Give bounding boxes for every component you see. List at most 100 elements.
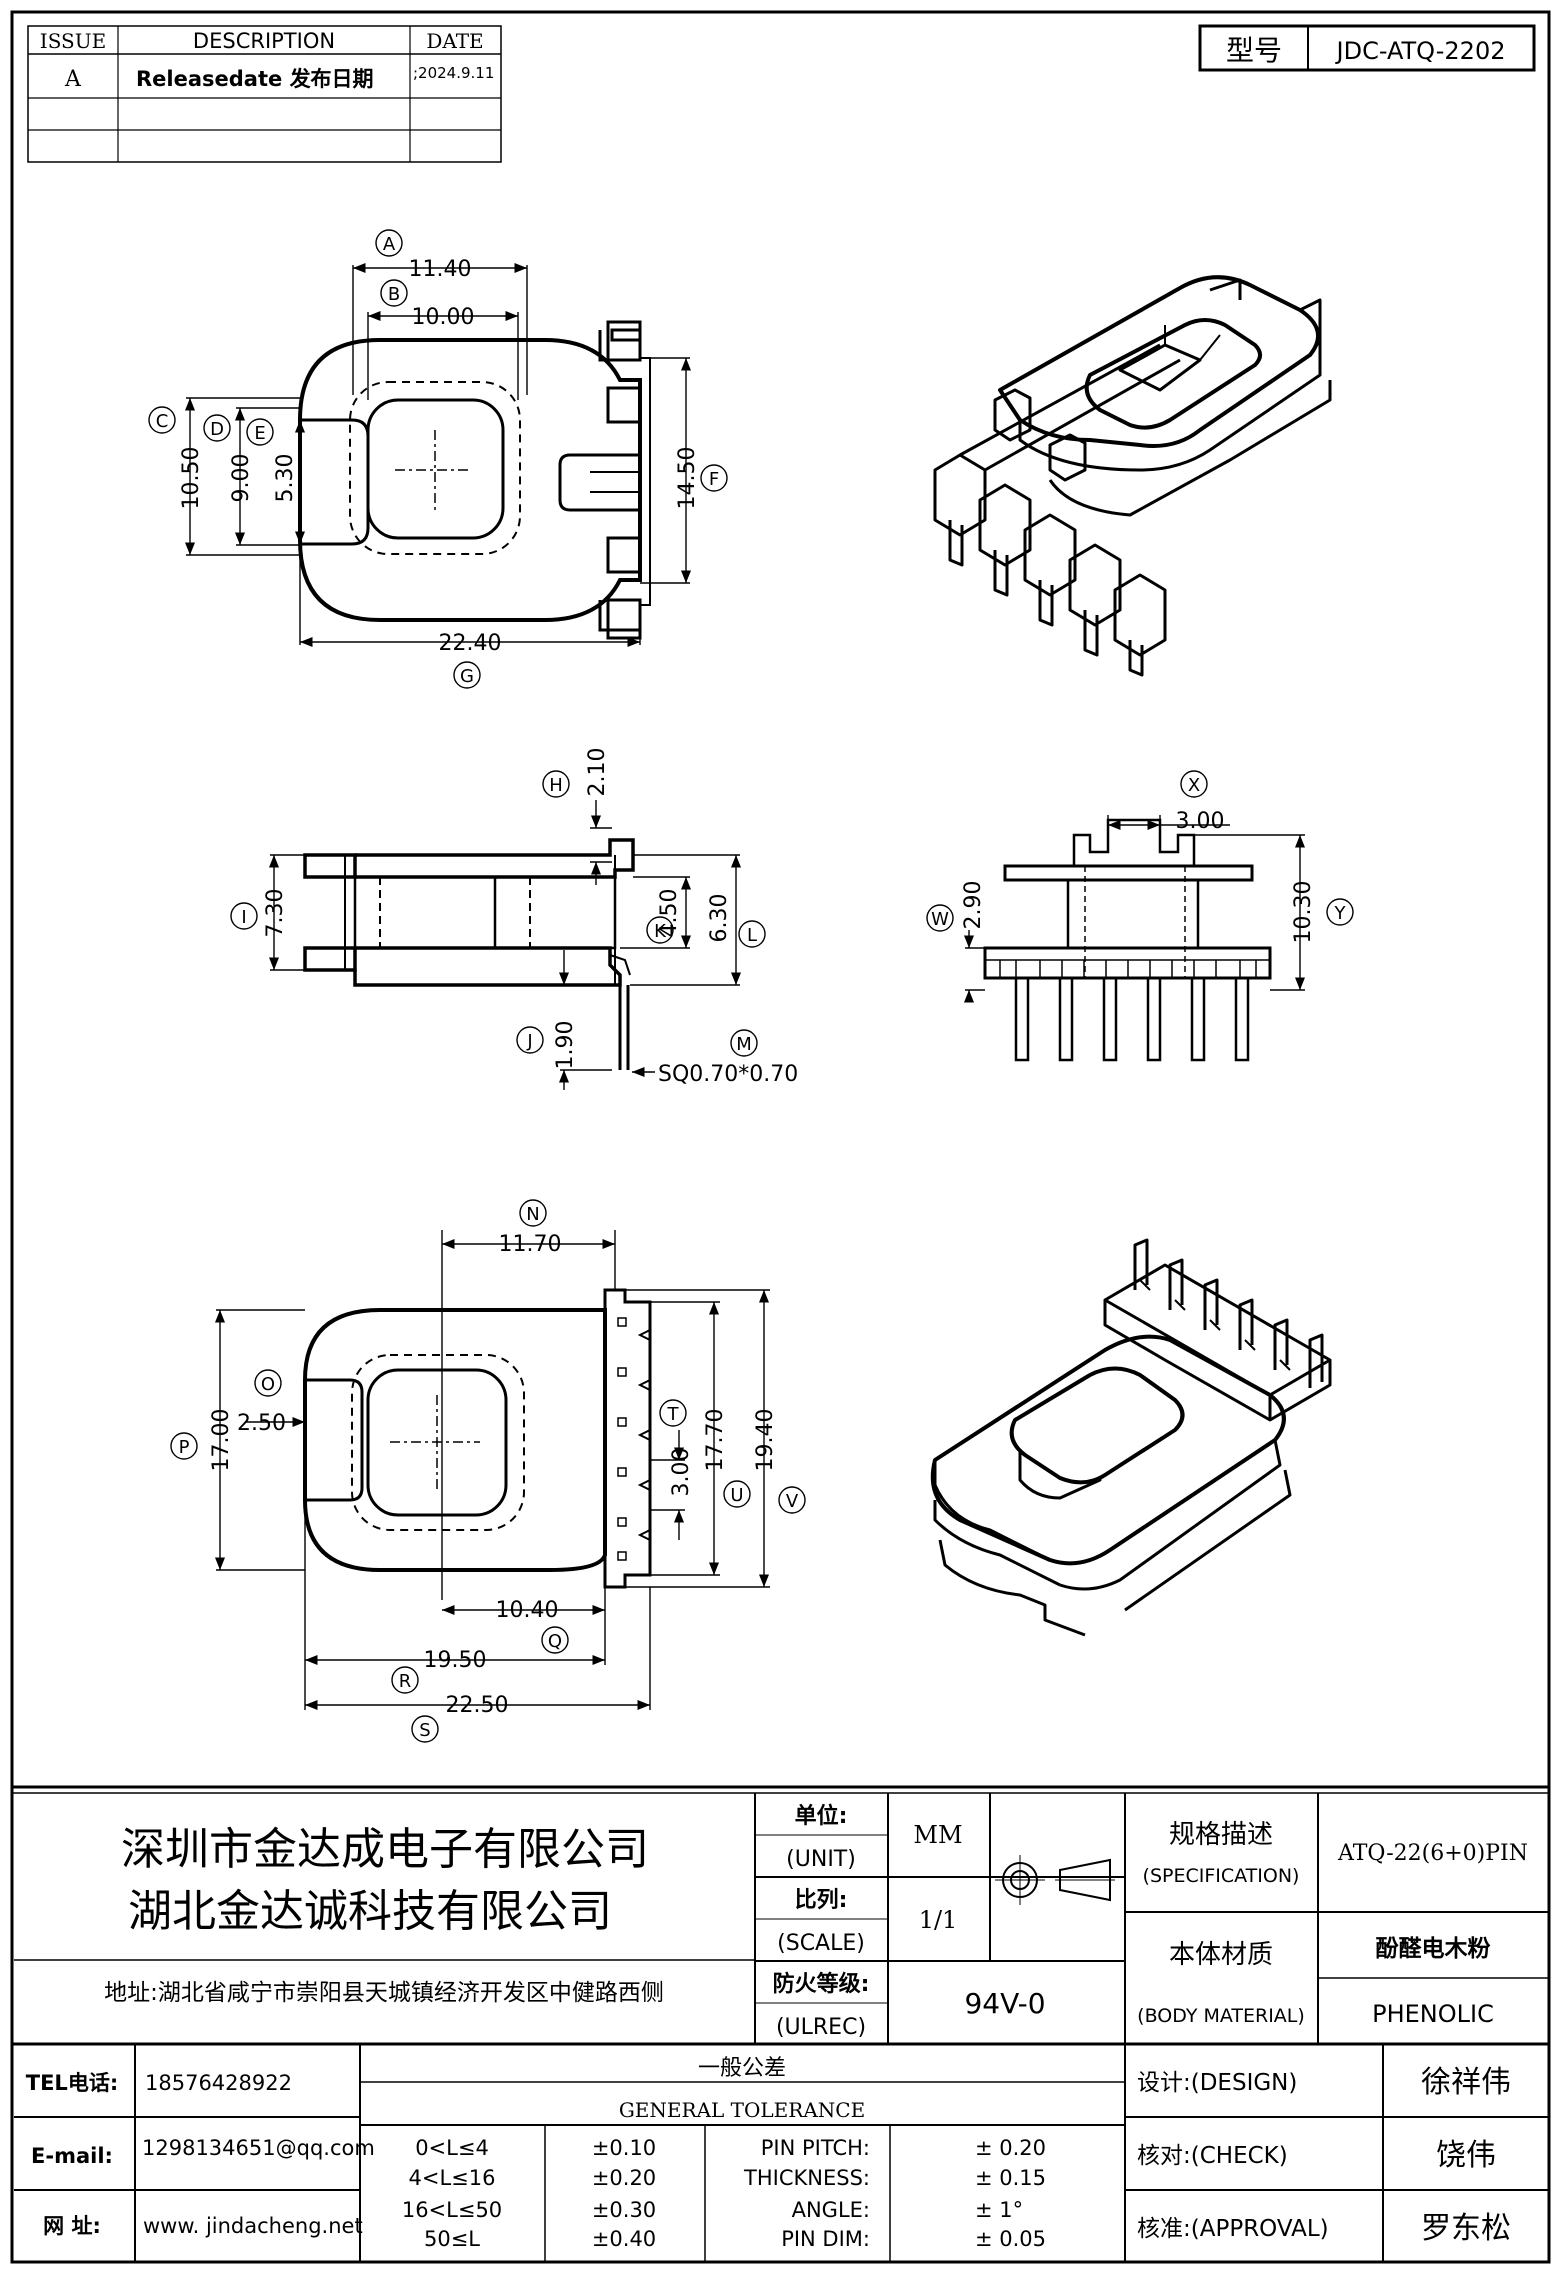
dim-l: 6.30 xyxy=(707,894,732,943)
dim-f: 14.50 xyxy=(675,447,700,510)
spec-value-2: ± 0.15 xyxy=(975,2166,1046,2190)
balloon-o: O xyxy=(261,1374,275,1395)
front-view-labels: W X Y 2.90 3.00 10.30 xyxy=(931,775,1346,943)
dim-b: 10.00 xyxy=(412,305,475,330)
balloon-m: M xyxy=(736,1034,752,1055)
company-name-1: 深圳市金达成电子有限公司 xyxy=(121,1824,649,1875)
tol-value-1: ±0.10 xyxy=(592,2136,656,2160)
balloon-k: K xyxy=(654,921,667,942)
bottom-view-dimensions xyxy=(170,1199,806,1743)
title-block: 深圳市金达成电子有限公司 湖北金达诚科技有限公司 地址:湖北省咸宁市崇阳县天城镇… xyxy=(12,1785,1549,2262)
dim-o: 2.50 xyxy=(237,1411,286,1436)
front-view-dimensions xyxy=(926,770,1354,1003)
check-label: 核对:(CHECK) xyxy=(1137,2143,1288,2169)
spec-value: ATQ-22(6+0)PIN xyxy=(1337,1841,1528,1866)
tol-value-3: ±0.30 xyxy=(592,2198,656,2222)
tol-range-2: 4<L≤16 xyxy=(409,2166,496,2190)
rev-header-issue: ISSUE xyxy=(40,29,106,53)
rev-header-description: DESCRIPTION xyxy=(193,29,335,53)
model-box: 型号 JDC-ATQ-2202 xyxy=(1198,24,1536,72)
dim-v: 19.40 xyxy=(753,1409,778,1472)
material-label-cn: 本体材质 xyxy=(1169,1940,1273,1970)
spec-name-1: PIN PITCH: xyxy=(761,2136,870,2160)
balloon-a: A xyxy=(383,234,396,255)
balloon-j: J xyxy=(526,1031,532,1052)
tel-label: TEL电话: xyxy=(26,2071,118,2095)
dim-t: 3.00 xyxy=(669,1448,694,1497)
bottom-view-labels: N O P T U V Q R S 11.70 2.50 17.00 3.00 … xyxy=(179,1204,799,1741)
material-value-cn: 酚醛电木粉 xyxy=(1376,1936,1491,1962)
web-label: 网 址: xyxy=(43,2214,101,2238)
design-label: 设计:(DESIGN) xyxy=(1137,2070,1297,2096)
balloon-n: N xyxy=(526,1204,539,1225)
balloon-t: T xyxy=(667,1404,680,1425)
scale-value: 1/1 xyxy=(919,1906,958,1934)
design-value: 徐祥伟 xyxy=(1421,2065,1511,2100)
balloon-x: X xyxy=(1188,775,1200,796)
dim-n: 11.70 xyxy=(499,1232,562,1257)
tol-range-4: 50≤L xyxy=(424,2227,480,2251)
isometric-view-top xyxy=(933,275,1332,677)
balloon-r: R xyxy=(399,1671,412,1692)
company-name-2: 湖北金达诚科技有限公司 xyxy=(128,1886,612,1937)
side-view-dimensions xyxy=(230,770,766,1090)
balloon-w: W xyxy=(931,909,949,930)
dim-d: 9.00 xyxy=(229,454,254,503)
model-label: 型号 xyxy=(1226,34,1282,67)
dim-m: SQ0.70*0.70 xyxy=(658,1062,798,1087)
balloon-l: L xyxy=(747,925,757,946)
top-view-labels: A B C D E F G 11.40 10.00 10.50 9.00 5.3… xyxy=(156,234,719,687)
side-view-drawing xyxy=(303,838,635,1070)
email-label: E-mail: xyxy=(31,2144,113,2168)
projection-symbol-icon xyxy=(995,1855,1115,1905)
balloon-g: G xyxy=(460,666,474,687)
spec-name-4: PIN DIM: xyxy=(781,2227,870,2251)
unit-label-en: (UNIT) xyxy=(786,1847,856,1872)
web-value: www. jindacheng.net xyxy=(143,2214,363,2238)
material-value-en: PHENOLIC xyxy=(1372,2000,1494,2028)
balloon-p: P xyxy=(179,1437,190,1458)
unit-value: MM xyxy=(913,1821,962,1849)
balloon-b: B xyxy=(388,284,400,305)
tol-value-4: ±0.40 xyxy=(592,2227,656,2251)
dim-j: 1.90 xyxy=(553,1021,578,1070)
balloon-u: U xyxy=(730,1485,743,1506)
ulrec-label-cn: 防火等级: xyxy=(773,1971,870,1997)
spec-label-en: (SPECIFICATION) xyxy=(1143,1865,1300,1887)
check-value: 饶伟 xyxy=(1436,2138,1496,2173)
revision-table: ISSUE DESCRIPTION DATE A Releasedate 发布日… xyxy=(27,25,502,163)
spec-name-2: THICKNESS: xyxy=(743,2166,870,2190)
side-view-labels: H I K L J M 2.10 7.30 4.50 6.30 1.90 SQ0… xyxy=(241,748,798,1087)
dim-r: 19.50 xyxy=(424,1648,487,1673)
dim-h: 2.10 xyxy=(585,748,610,797)
scale-label-cn: 比列: xyxy=(795,1888,848,1913)
ulrec-label-en: (ULREC) xyxy=(776,2015,866,2040)
company-address: 地址:湖北省咸宁市崇阳县天城镇经济开发区中健路西侧 xyxy=(104,1980,664,2006)
material-label-en: (BODY MATERIAL) xyxy=(1137,2005,1305,2027)
rev-header-date: DATE xyxy=(426,29,483,53)
rev-description-a: Releasedate 发布日期 xyxy=(136,67,374,91)
dim-y: 10.30 xyxy=(1291,881,1316,944)
top-view-dimensions xyxy=(148,229,728,689)
dim-e: 5.30 xyxy=(273,454,298,503)
balloon-d: D xyxy=(210,419,224,440)
ulrec-value: 94V-0 xyxy=(964,1987,1045,2020)
tol-value-2: ±0.20 xyxy=(592,2166,656,2190)
dim-u: 17.70 xyxy=(703,1409,728,1472)
rev-date-a: ;2024.9.11 xyxy=(413,64,494,82)
spec-value-4: ± 0.05 xyxy=(975,2227,1046,2251)
dim-k: 4.50 xyxy=(657,889,682,938)
sheet-border xyxy=(10,10,1551,2264)
dim-w: 2.90 xyxy=(961,881,986,930)
scale-label-en: (SCALE) xyxy=(777,1931,865,1956)
tel-value: 18576428922 xyxy=(145,2071,292,2095)
balloon-e: E xyxy=(254,423,265,444)
balloon-f: F xyxy=(709,469,719,490)
tol-range-3: 16<L≤50 xyxy=(402,2198,502,2222)
rev-issue-a: A xyxy=(64,67,82,92)
approval-label: 核准:(APPROVAL) xyxy=(1137,2216,1329,2242)
spec-value-3: ± 1° xyxy=(975,2198,1023,2222)
dim-p: 17.00 xyxy=(209,1409,234,1472)
dim-x: 3.00 xyxy=(1176,809,1225,834)
